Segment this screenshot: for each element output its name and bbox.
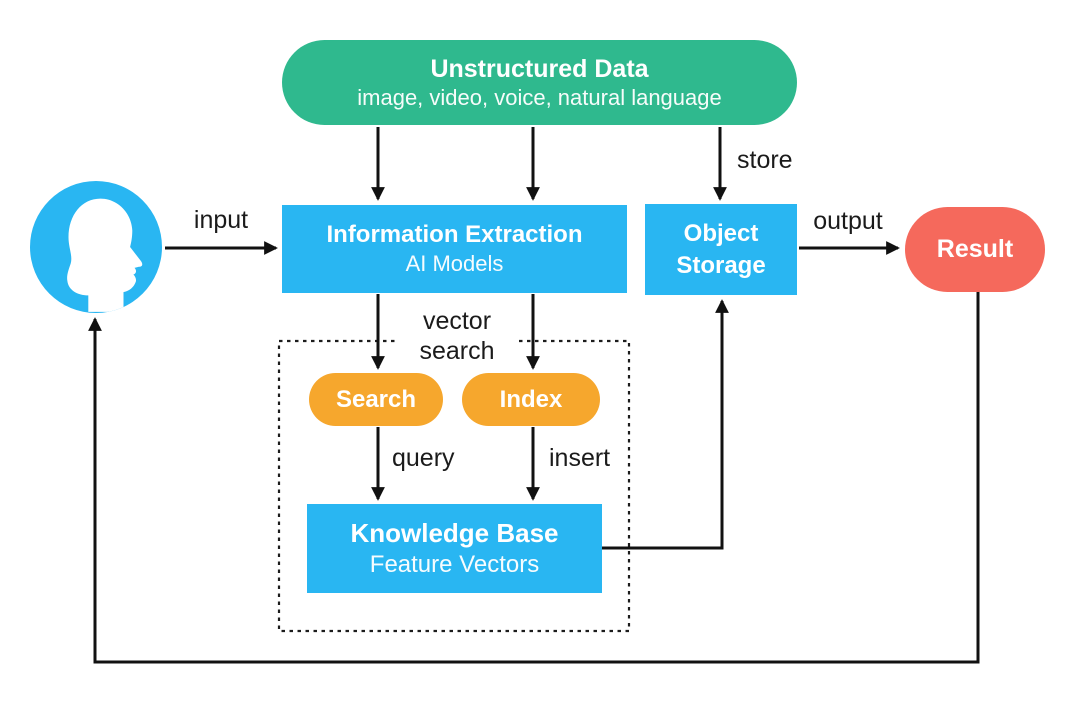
information-extraction-title: Information Extraction [326,221,583,249]
edge-label-output: output [813,207,883,235]
node-index: Index [462,373,600,426]
edge-label-input: input [193,206,249,234]
knowledge-base-subtitle: Feature Vectors [369,550,540,578]
object-storage-title-line1: Object [683,220,759,248]
node-user [30,181,162,313]
search-pill-label: Search [335,385,417,413]
node-object-storage: Object Storage [645,204,797,295]
arrow-feedback-result-to-user [88,292,980,664]
edge-label-store: store [737,146,793,174]
node-result: Result [905,207,1045,292]
node-information-extraction: Information Extraction AI Models [282,205,627,293]
unstructured-data-title: Unstructured Data [430,54,649,83]
edge-label-vector-search-line1: vector [422,307,492,335]
unstructured-data-subtitle: image, video, voice, natural language [357,84,722,110]
node-search: Search [309,373,443,426]
arrow-knowledge-base-to-object-storage [602,299,729,550]
edge-label-query: query [392,444,455,472]
edge-label-vector-search-line2: search [419,337,495,365]
object-storage-title-line2: Storage [676,251,766,279]
edge-label-vector-search: vector search [398,306,516,366]
knowledge-base-title: Knowledge Base [350,518,559,549]
node-unstructured-data: Unstructured Data image, video, voice, n… [282,40,797,125]
information-extraction-subtitle: AI Models [405,251,504,277]
index-pill-label: Index [499,385,563,413]
result-title: Result [936,235,1014,263]
node-knowledge-base: Knowledge Base Feature Vectors [307,504,602,593]
edge-label-insert: insert [549,444,611,472]
person-head-icon [30,181,162,313]
